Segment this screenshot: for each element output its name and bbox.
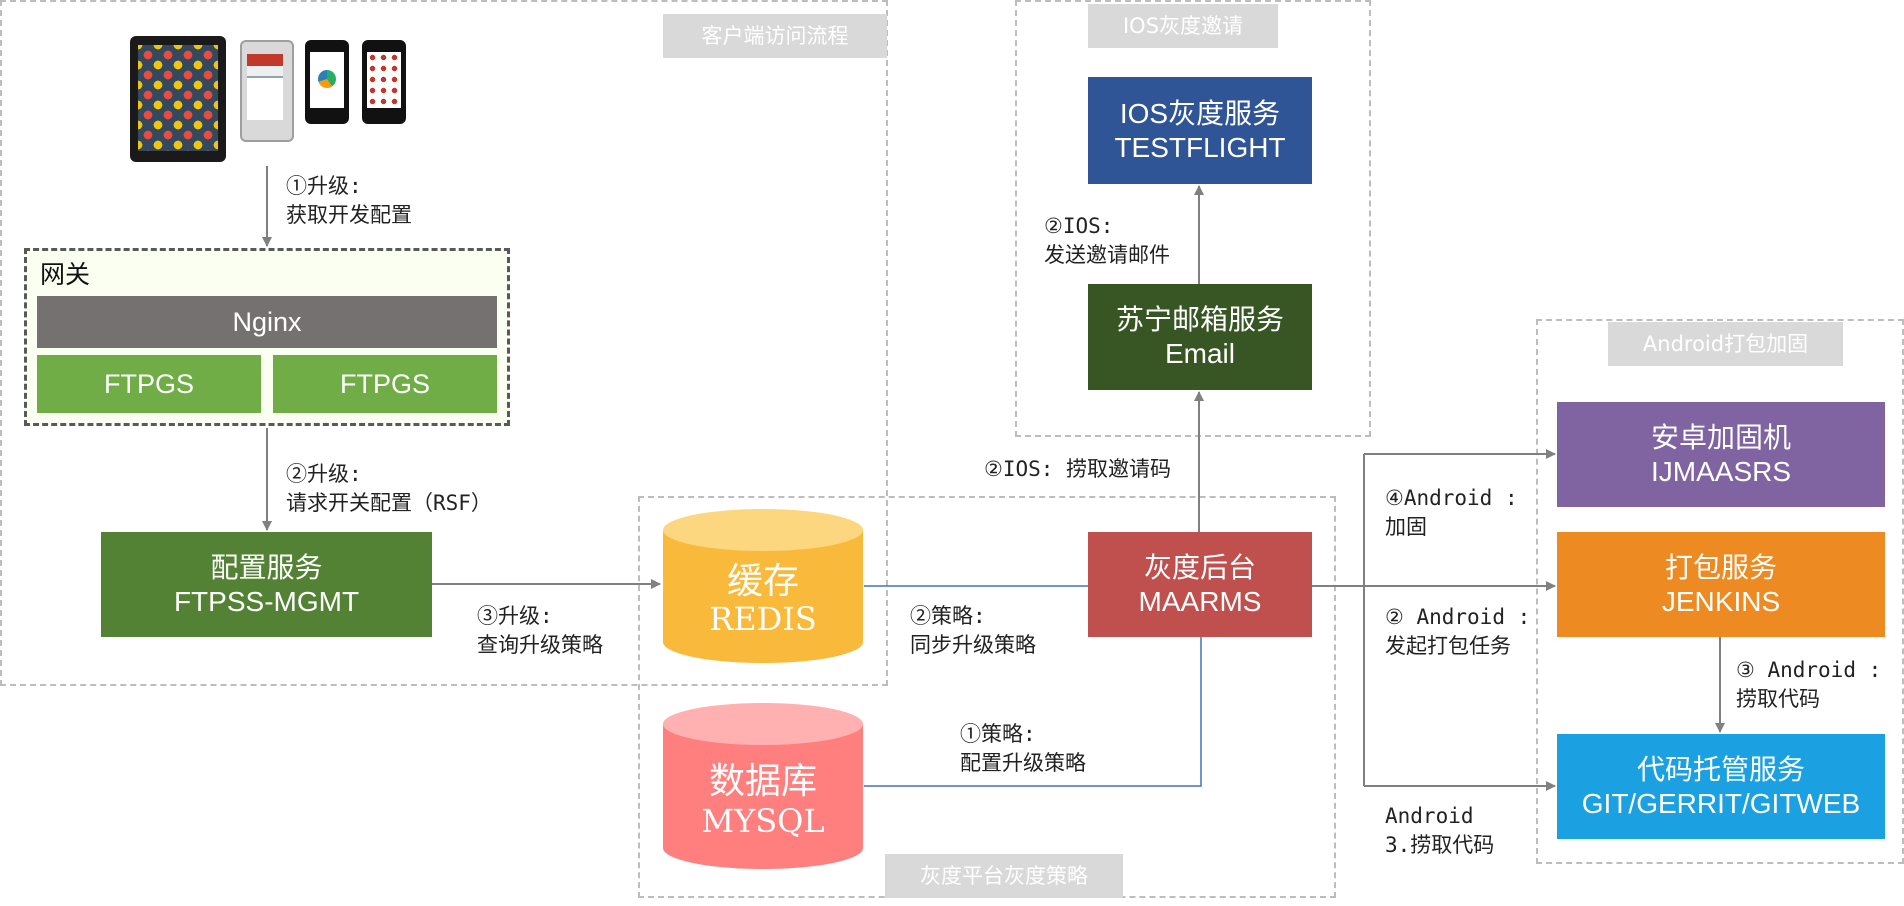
label-step1-b: 获取开发配置 [286,203,412,227]
android-pack-region [1536,319,1904,864]
packaging-service-box: 打包服务 JENKINS [1557,532,1885,637]
label-step2-b: 请求开关配置（RSF） [286,491,492,515]
label-step1-a: ①升级: [286,174,362,198]
label-android-fetch-b: 3.捞取代码 [1385,833,1495,857]
config-service-name: 配置服务 [210,551,323,583]
tablet-icon [130,36,226,162]
label-ios-code: ②IOS: 捞取邀请码 [984,457,1172,481]
label-ios-mail-a: ②IOS: [1044,214,1114,238]
android-pack-tag: Android打包加固 [1608,322,1843,366]
ftpgs-right-box: FTPGS [273,355,497,413]
email-service-box: 苏宁邮箱服务 Email [1088,284,1312,390]
label-step2-a: ②升级: [286,462,362,486]
link-mysql-backend [864,637,1202,787]
ios-service-name: IOS灰度服务 [1119,97,1281,129]
label-android3-a: ③ Android : [1736,658,1882,682]
gray-backend-id: MAARMS [1138,585,1262,617]
phone-icon [240,40,294,142]
packaging-service-name: 打包服务 [1664,551,1777,583]
client-flow-tag: 客户端访问流程 [663,14,887,58]
ios-invite-region [1015,0,1371,437]
ios-service-id: TESTFLIGHT [1114,131,1286,163]
config-service-id: FTPSS-MGMT [173,585,360,617]
cylinder-shape [663,509,863,663]
harden-machine-box: 安卓加固机 IJMAASRS [1557,402,1885,507]
gray-backend-name: 灰度后台 [1143,551,1256,583]
label-policy1-b: 配置升级策略 [960,751,1086,775]
mysql-db-cylinder: 数据库 MYSQL [662,702,864,870]
cylinder-shape [663,703,863,869]
packaging-service-id: JENKINS [1661,585,1781,617]
mysql-id: MYSQL [701,802,825,840]
label-policy2-b: 同步升级策略 [910,633,1036,657]
label-step3-b: 查询升级策略 [477,633,603,657]
label-android4-b: 加固 [1385,515,1427,539]
redis-id: REDIS [709,600,817,638]
ios-invite-tag: IOS灰度邀请 [1088,4,1278,48]
label-android4-a: ④Android : [1385,486,1518,510]
label-android2-a: ② Android : [1385,605,1531,629]
redis-name: 缓存 [726,561,799,602]
ftpgs-left-box: FTPGS [37,355,261,413]
label-policy2-a: ②策略: [910,604,986,628]
label-policy1-a: ①策略: [960,722,1036,746]
harden-machine-id: IJMAASRS [1650,455,1792,487]
label-ios-mail-b: 发送邀请邮件 [1044,243,1170,267]
redis-cache-cylinder: 缓存 REDIS [662,508,864,664]
phone-icon [362,40,406,124]
gateway-title: 网关 [40,260,91,289]
label-android2-b: 发起打包任务 [1385,634,1511,658]
code-hosting-id: GIT/GERRIT/GITWEB [1581,787,1861,819]
client-flow-region [0,0,888,686]
mysql-name: 数据库 [708,761,817,802]
phone-icon [305,40,349,124]
email-service-id: Email [1164,338,1235,369]
label-android-fetch-a: Android [1385,804,1474,828]
harden-machine-name: 安卓加固机 [1650,421,1791,453]
nginx-box: Nginx [37,296,497,348]
label-android3-b: 捞取代码 [1736,687,1820,711]
email-service-name: 苏宁邮箱服务 [1115,304,1284,335]
client-devices [130,36,410,166]
config-service-box: 配置服务 FTPSS-MGMT [101,532,432,637]
code-hosting-box: 代码托管服务 GIT/GERRIT/GITWEB [1557,734,1885,839]
gray-platform-tag: 灰度平台灰度策略 [885,854,1123,898]
label-step3-a: ③升级: [477,604,553,628]
code-hosting-name: 代码托管服务 [1636,753,1805,785]
ios-service-box: IOS灰度服务 TESTFLIGHT [1088,77,1312,184]
gray-backend-box: 灰度后台 MAARMS [1088,532,1312,637]
